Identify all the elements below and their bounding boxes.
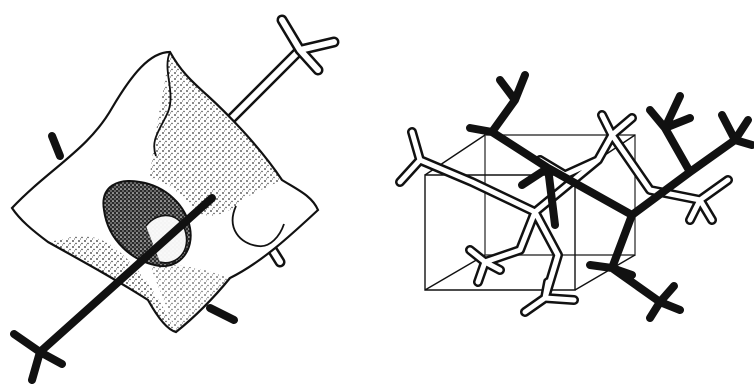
hollow-rod-upper-right	[232, 20, 334, 118]
panel-right-cubic-networks	[380, 0, 754, 384]
saddle-surface-drawing	[0, 0, 360, 384]
saddle-surface	[12, 52, 318, 332]
panel-left-saddle-surface	[0, 0, 360, 384]
cubic-networks-drawing	[380, 0, 754, 384]
